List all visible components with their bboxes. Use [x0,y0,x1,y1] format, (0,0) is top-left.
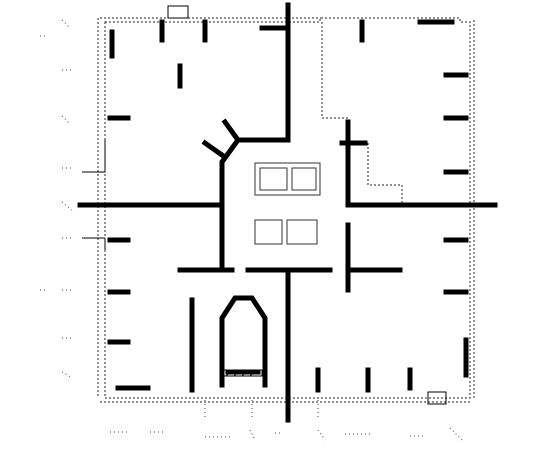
dimension-ticks [40,19,463,441]
wall-ne-room [321,22,350,119]
fixture-upper-right [291,167,317,191]
outer-wall [97,5,475,405]
central-fixtures [254,162,321,245]
interior-walls [77,2,498,423]
fixture-upper [254,162,321,196]
window-stubs [107,19,469,393]
fixture-lower-left [254,219,283,245]
wall-hall-nw [201,139,226,159]
fixture-upper-left [259,167,288,191]
left-notch [82,140,106,250]
fixture-lower-right [286,219,318,245]
wall-hall-west [219,118,242,273]
wall-stair-arch [219,295,268,388]
wall-ne-step [367,143,403,205]
stair-landing [223,369,263,377]
